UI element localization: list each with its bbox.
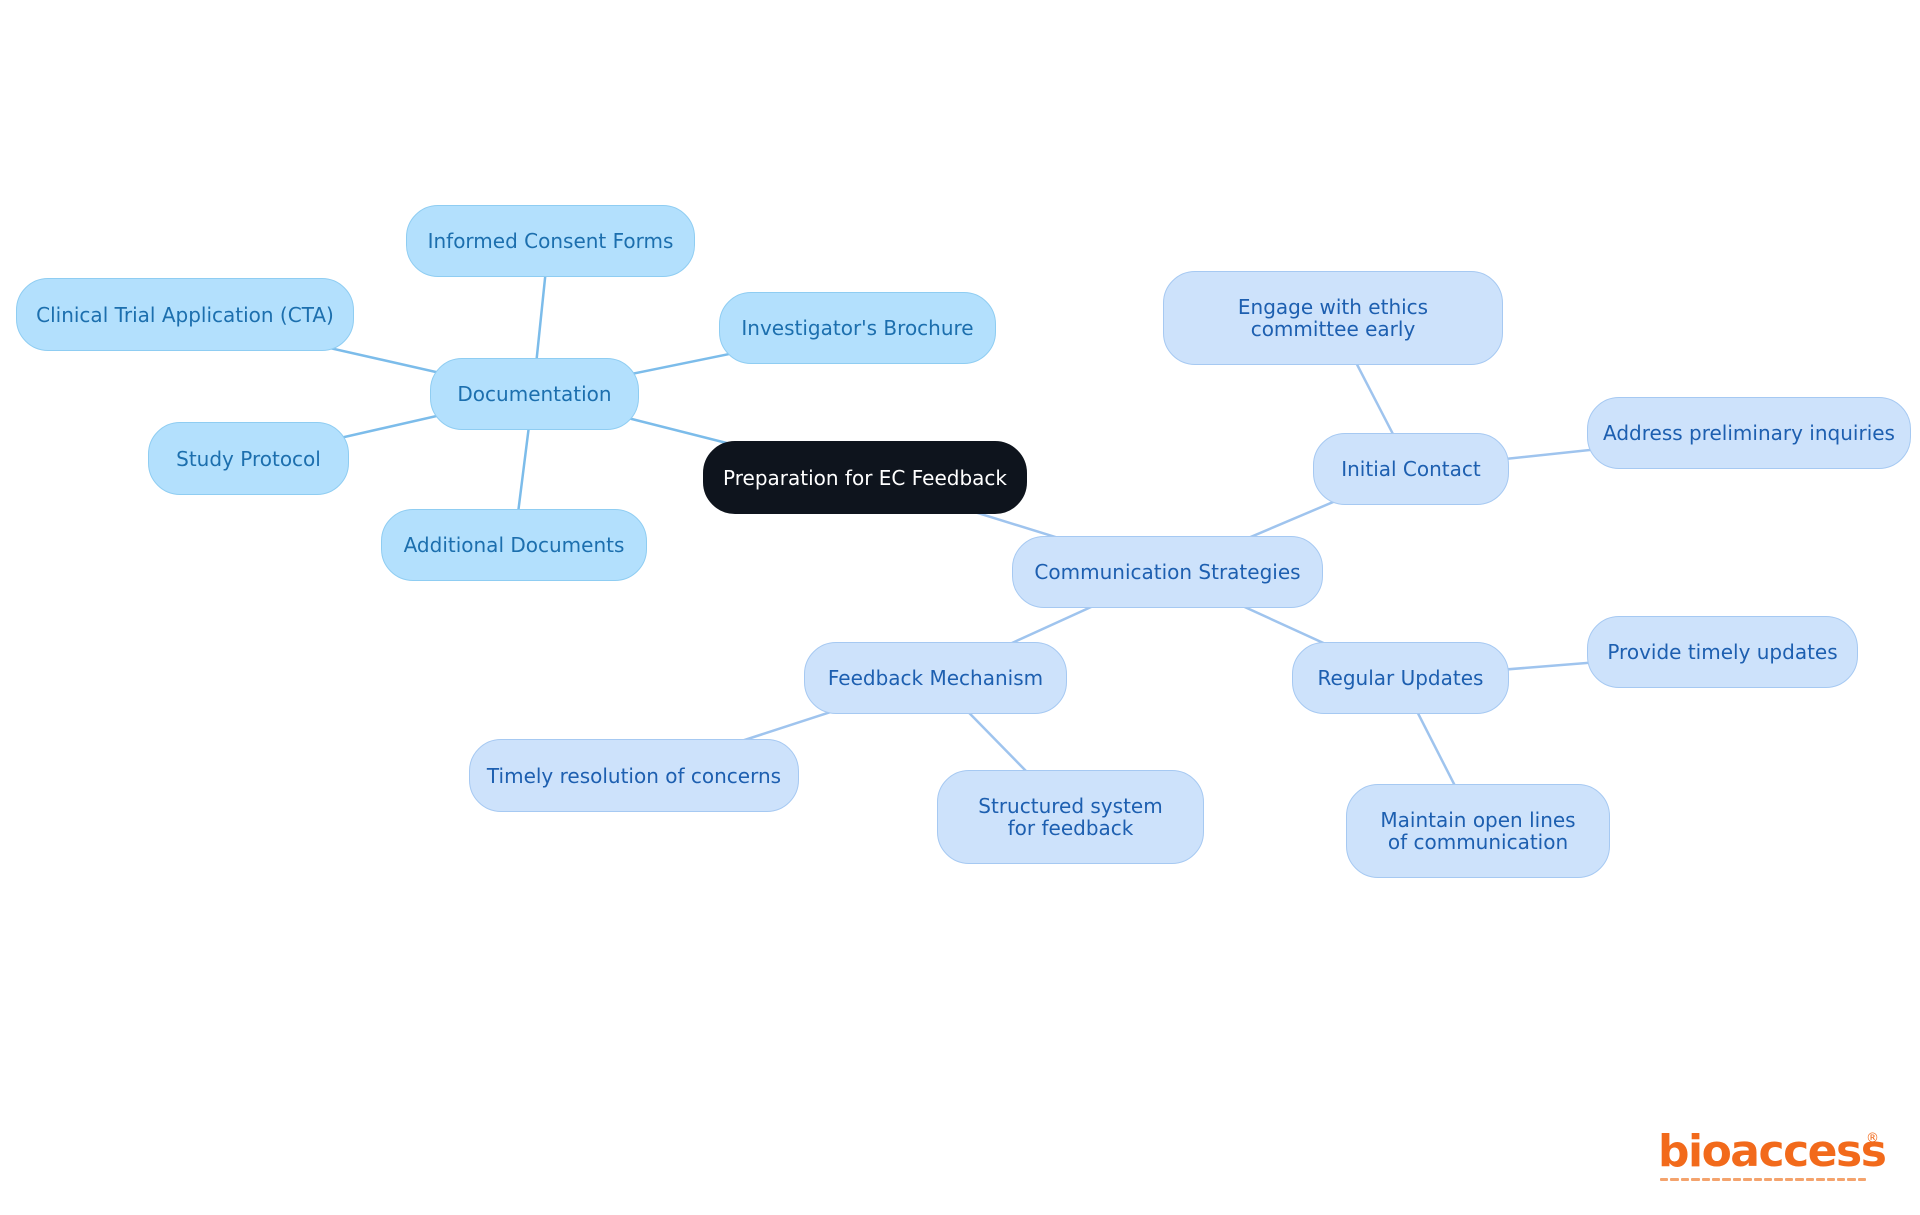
node-additional-documents[interactable]: Additional Documents <box>381 509 647 581</box>
node-investigators-brochure-label: Investigator's Brochure <box>741 316 974 340</box>
node-communication-strategies[interactable]: Communication Strategies <box>1012 536 1323 608</box>
node-engage-ethics-committee[interactable]: Engage with ethics committee early <box>1163 271 1503 365</box>
node-study-protocol-label: Study Protocol <box>176 446 321 471</box>
node-regular-updates-label: Regular Updates <box>1317 666 1484 690</box>
node-address-preliminary-inquiries-label: Address preliminary inquiries <box>1603 421 1895 445</box>
node-structured-system-label: Structured system for feedback <box>978 794 1163 840</box>
node-clinical-trial-application-label: Clinical Trial Application (CTA) <box>36 302 334 327</box>
node-study-protocol[interactable]: Study Protocol <box>148 422 349 495</box>
node-informed-consent-forms-label: Informed Consent Forms <box>427 229 674 253</box>
node-structured-system[interactable]: Structured system for feedback <box>937 770 1204 864</box>
node-communication-strategies-label: Communication Strategies <box>1034 560 1301 584</box>
node-regular-updates[interactable]: Regular Updates <box>1292 642 1509 714</box>
node-documentation-label: Documentation <box>457 382 612 406</box>
node-timely-resolution[interactable]: Timely resolution of concerns <box>469 739 799 812</box>
node-documentation[interactable]: Documentation <box>430 358 639 430</box>
node-root[interactable]: Preparation for EC Feedback <box>703 441 1027 514</box>
node-provide-timely-updates[interactable]: Provide timely updates <box>1587 616 1858 688</box>
node-address-preliminary-inquiries[interactable]: Address preliminary inquiries <box>1587 397 1911 469</box>
registered-mark-icon: ® <box>1866 1131 1879 1146</box>
node-provide-timely-updates-label: Provide timely updates <box>1607 640 1838 664</box>
logo-tagline-strip <box>1660 1178 1867 1182</box>
node-maintain-open-lines[interactable]: Maintain open lines of communication <box>1346 784 1610 878</box>
bioaccess-logo-wordmark: bioaccess <box>1658 1126 1887 1177</box>
node-additional-documents-label: Additional Documents <box>403 533 625 557</box>
bioaccess-logo: bioaccess ® <box>1658 1126 1887 1186</box>
node-initial-contact[interactable]: Initial Contact <box>1313 433 1509 505</box>
node-informed-consent-forms[interactable]: Informed Consent Forms <box>406 205 695 277</box>
node-feedback-mechanism-label: Feedback Mechanism <box>827 666 1044 690</box>
node-feedback-mechanism[interactable]: Feedback Mechanism <box>804 642 1067 714</box>
node-maintain-open-lines-label: Maintain open lines of communication <box>1380 808 1576 854</box>
node-initial-contact-label: Initial Contact <box>1341 457 1481 481</box>
node-timely-resolution-label: Timely resolution of concerns <box>486 763 782 788</box>
node-clinical-trial-application[interactable]: Clinical Trial Application (CTA) <box>16 278 354 351</box>
node-investigators-brochure[interactable]: Investigator's Brochure <box>719 292 996 364</box>
node-engage-ethics-committee-label: Engage with ethics committee early <box>1237 295 1429 341</box>
node-root-label: Preparation for EC Feedback <box>723 465 1007 490</box>
